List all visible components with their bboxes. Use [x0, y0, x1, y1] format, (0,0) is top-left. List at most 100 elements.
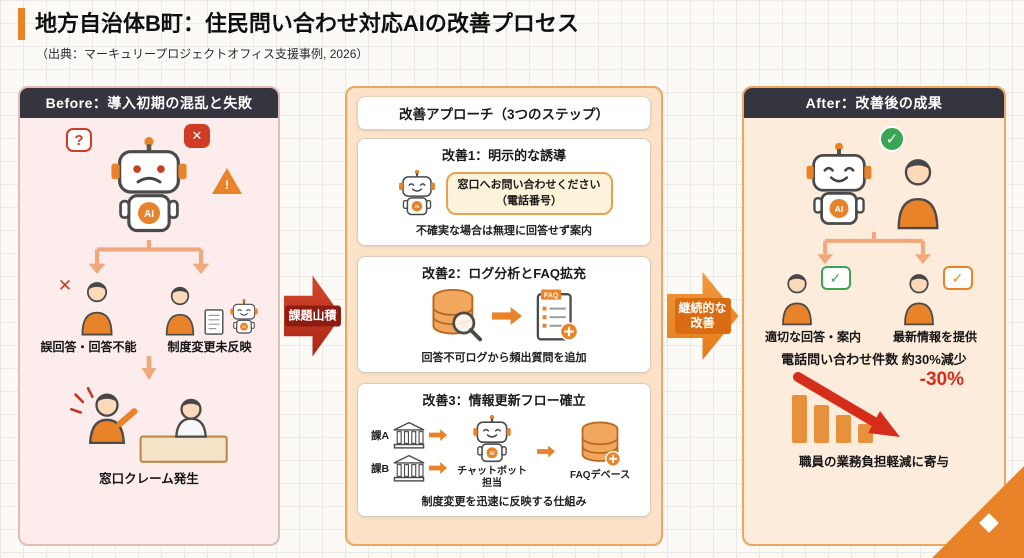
before-item-outdated-rules: 制度変更未反映: [149, 276, 270, 354]
citizen-icon: [160, 284, 200, 336]
building-icon: [392, 421, 426, 449]
after-panel-body: ✓ ✓ 適切な回答・案内: [744, 118, 1004, 544]
question-glyph: ?: [74, 131, 84, 149]
before-complaint-scene: 窓口クレーム発生: [65, 382, 233, 487]
document-icon: [203, 308, 225, 336]
step2-caption: 回答不可ログから頻出質問を追加: [421, 352, 587, 364]
percent-label: -30%: [919, 369, 964, 391]
log-analysis-icon: [428, 287, 484, 345]
continuous-improvement-flow: 継続的な 改善: [666, 86, 739, 546]
happy-robot-icon: [801, 141, 877, 230]
before-item-2-art: [160, 276, 260, 336]
continuous-improvement-label: 継続的な 改善: [674, 298, 731, 334]
faq-database-label: FAQデベース: [570, 470, 631, 482]
chatbot-icon: [470, 414, 514, 465]
citizen-icon: [889, 155, 947, 230]
faq-database-node: FAQデベース: [563, 421, 637, 482]
before-panel: Before：導入初期の混乱と失敗 ? ✕ ! ✕ 誤回答・回答不能: [18, 86, 280, 546]
before-panel-body: ? ✕ ! ✕ 誤回答・回答不能: [20, 118, 278, 544]
question-mark-icon: ?: [66, 128, 92, 152]
before-item-wrong-answers: ✕ 誤回答・回答不能: [28, 276, 149, 354]
step3-content: 課A 課B チャットボット担当: [371, 414, 637, 489]
call-reduction-stat: 電話問い合わせ件数 約30%減少: [781, 352, 967, 368]
orange-check-bubble-icon: ✓: [942, 266, 973, 290]
building-icon: [392, 454, 426, 482]
after-item-correct-answers: ✓ 適切な回答・案内: [752, 266, 874, 344]
department-b-label: 課B: [370, 462, 390, 475]
reduction-chart: -30%: [774, 369, 974, 449]
step2-title: 改善2：ログ分析とFAQ拡充: [422, 266, 586, 281]
before-bottom-label: 窓口クレーム発生: [99, 472, 199, 487]
flow-arrow-icon: [429, 462, 448, 474]
warning-icon: !: [212, 168, 242, 194]
after-panel: After：改善後の成果 ✓ ✓ 適切な回答・案内: [742, 86, 1006, 546]
source-note: （出典：マーキュリープロジェクトオフィス支援事例, 2026）: [36, 46, 369, 61]
flow-arrow-icon: [429, 429, 448, 441]
before-robot-scene: ? ✕ !: [28, 122, 270, 238]
chatbot-staff-node: チャットボット担当: [455, 414, 529, 489]
guidance-line-2: （電話番号）: [496, 194, 562, 207]
green-check-bubble-icon: ✓: [820, 266, 851, 290]
check-glyph: ✓: [951, 269, 964, 286]
check-circle-icon: ✓: [878, 126, 905, 152]
approach-panel: 改善アプローチ（3つのステップ） 改善1：明示的な誘導 窓口へお問い合わせくださ…: [345, 86, 663, 546]
flow-arrow-icon: [537, 445, 556, 458]
panels-row: Before：導入初期の混乱と失敗 ? ✕ ! ✕ 誤回答・回答不能: [18, 86, 1006, 546]
cross-glyph: ✕: [191, 128, 203, 143]
faq-database-icon: [578, 421, 622, 469]
after-item-latest-info: ✓ 最新情報を提供: [874, 266, 996, 344]
step1-title: 改善1：明示的な誘導: [441, 148, 567, 163]
exclaim-glyph: !: [225, 178, 229, 192]
citizen-icon: [75, 279, 119, 336]
sad-robot-icon: [105, 135, 193, 238]
chatbot-icon: [396, 169, 438, 218]
department-b: 課B: [370, 454, 448, 482]
flow-arrow-icon: [492, 307, 522, 325]
step2-card: 改善2：ログ分析とFAQ拡充 回答不可ログから頻出質問を追加: [357, 256, 651, 373]
after-panel-header: After：改善後の成果: [744, 88, 1004, 118]
step2-content: [428, 287, 580, 345]
cross-mark-icon: ✕: [57, 276, 73, 295]
step3-card: 改善3：情報更新フロー確立 課A 課B: [357, 383, 651, 517]
problems-flow: 課題山積: [283, 86, 342, 546]
guidance-speech-box: 窓口へお問い合わせください （電話番号）: [445, 172, 613, 215]
after-item-1-label: 適切な回答・案内: [764, 330, 861, 344]
before-item-1-art: ✕: [58, 276, 119, 336]
citizen-icon: [776, 271, 818, 326]
step1-caption: 不確実な場合は無理に回答せず案内: [416, 225, 592, 237]
step1-content: 窓口へお問い合わせください （電話番号）: [396, 169, 613, 218]
guidance-line-1: 窓口へお問い合わせください: [457, 179, 601, 192]
departments-column: 課A 課B: [370, 421, 448, 482]
before-item-1-label: 誤回答・回答不能: [40, 340, 137, 354]
department-a: 課A: [370, 421, 448, 449]
after-item-2-label: 最新情報を提供: [892, 330, 977, 344]
page-title: 地方自治体B町：住民問い合わせ対応AIの改善プロセス: [18, 8, 579, 40]
department-a-label: 課A: [370, 429, 390, 442]
check-glyph: ✓: [829, 269, 842, 286]
cross-mark-icon: ✕: [184, 124, 210, 148]
improvement-label-line-1: 継続的な: [678, 301, 727, 315]
step3-caption: 制度変更を迅速に反映する仕組み: [421, 496, 587, 508]
before-panel-header: Before：導入初期の混乱と失敗: [20, 88, 278, 118]
branch-arrows-icon: [769, 232, 979, 264]
declining-bar-chart-icon: [792, 372, 900, 444]
check-glyph: ✓: [885, 131, 899, 148]
robot-icon: [228, 298, 260, 336]
after-caption: 職員の業務負担軽減に寄与: [798, 455, 949, 470]
down-arrow-icon: [139, 356, 159, 380]
before-item-2-label: 制度変更未反映: [167, 340, 252, 354]
faq-document-icon: [530, 288, 580, 344]
after-items-row: ✓ 適切な回答・案内 ✓ 最新情報を提供: [752, 266, 996, 344]
after-item-1-art: ✓: [776, 266, 851, 326]
branch-arrows-icon: [39, 240, 259, 274]
improvement-label-line-2: 改善: [690, 316, 715, 330]
after-item-2-art: ✓: [898, 266, 973, 326]
step3-title: 改善3：情報更新フロー確立: [422, 393, 586, 408]
step1-card: 改善1：明示的な誘導 窓口へお問い合わせください （電話番号） 不確実な場合は無…: [357, 138, 651, 246]
before-items-row: ✕ 誤回答・回答不能 制度変更未反映: [28, 276, 270, 354]
after-robot-scene: ✓: [752, 122, 996, 230]
approach-panel-header: 改善アプローチ（3つのステップ）: [357, 96, 651, 130]
problems-arrow-label: 課題山積: [284, 305, 341, 327]
counter-complaint-icon: [65, 382, 233, 466]
citizen-icon: [898, 271, 940, 326]
